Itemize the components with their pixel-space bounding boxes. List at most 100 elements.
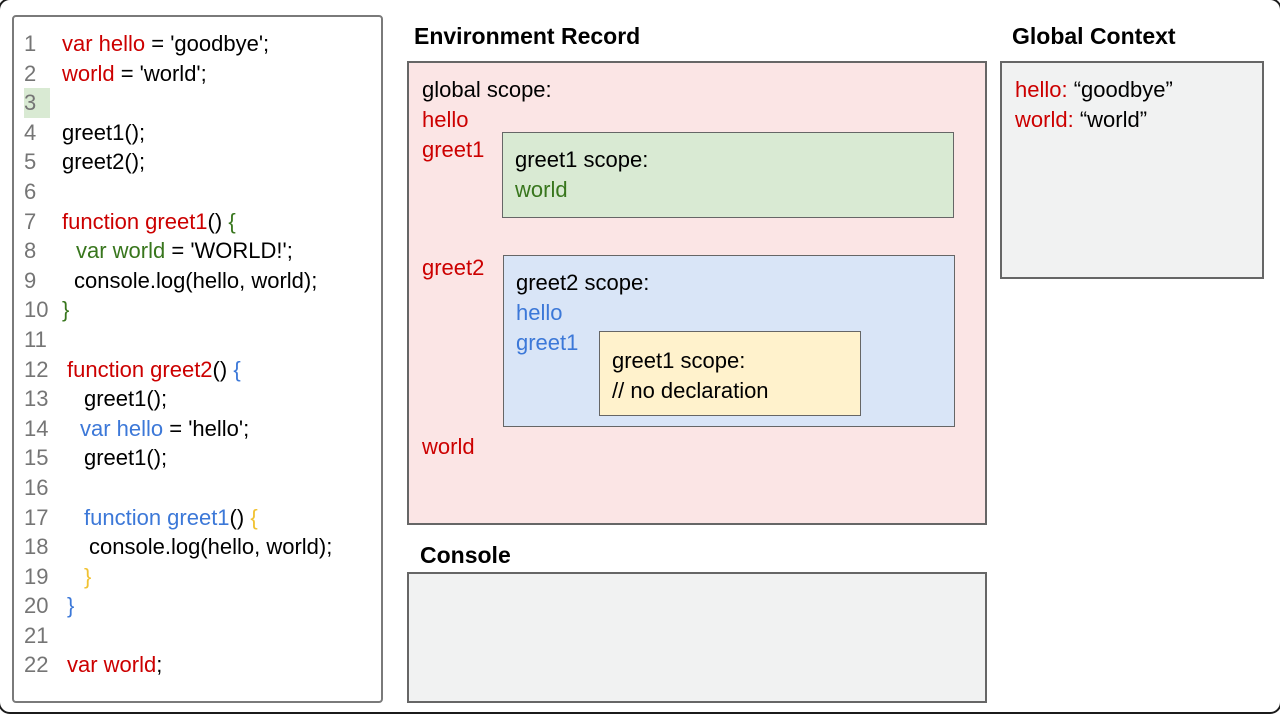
- line-number: 10: [24, 297, 49, 323]
- code-token-blue: }: [67, 593, 75, 619]
- console-output-box: [407, 572, 987, 703]
- code-token-black: (): [229, 504, 251, 530]
- code-token-black: = 'goodbye';: [145, 31, 270, 56]
- code-token-red: function greet2: [67, 356, 213, 382]
- code-token-green: {: [228, 208, 236, 234]
- code-line-6: 6: [24, 177, 377, 207]
- code-token-black: greet1();: [84, 445, 168, 471]
- greet1-scope-box: greet1 scope: world: [502, 132, 954, 218]
- code-line-15: 15 greet1();: [24, 443, 377, 473]
- code-token-black: (): [212, 356, 234, 382]
- line-number: 22: [24, 652, 49, 678]
- code-text: console.log(hello, world);: [62, 532, 332, 562]
- line-number: 8: [24, 238, 37, 264]
- global-scope-var-greet1: greet1: [422, 137, 485, 162]
- code-token-black: greet2();: [62, 149, 146, 175]
- environment-record-title: Environment Record: [414, 23, 641, 49]
- code-text: function greet1() {: [62, 207, 236, 237]
- global-context-box: hello: “goodbye” world: “world”: [1000, 61, 1264, 279]
- code-text: var world = 'WORLD!';: [62, 236, 293, 266]
- code-text: function greet1() {: [62, 503, 258, 533]
- line-number: 19: [24, 563, 49, 589]
- code-text: var world;: [62, 650, 162, 680]
- code-editor-panel: 1 var hello = 'goodbye'; 2 world = 'world';…: [12, 15, 383, 703]
- code-token-red: var hello: [62, 31, 146, 56]
- code-line-11: 11: [24, 325, 377, 355]
- greet1-scope-var-world: world: [515, 177, 568, 202]
- greet2-scope-label: greet2 scope:: [516, 270, 650, 295]
- code-text: }: [62, 295, 69, 325]
- code-line-5: 5 greet2();: [24, 147, 377, 177]
- global-context-entry: hello: “goodbye”: [1015, 77, 1173, 103]
- code-token-red: function greet1: [62, 208, 208, 234]
- code-token-blue: function greet1: [84, 504, 230, 530]
- line-number: 4: [24, 119, 37, 145]
- line-number: 17: [24, 504, 49, 530]
- code-line-21: 21: [24, 621, 377, 651]
- code-token-red: var world: [67, 652, 157, 678]
- inner-greet1-scope-box: greet1 scope: // no declaration: [599, 331, 861, 416]
- line-number: 11: [24, 326, 47, 352]
- code-token-black: greet1();: [84, 386, 168, 412]
- global-scope-var-hello: hello: [422, 107, 469, 132]
- code-text: greet1();: [62, 443, 167, 473]
- greet1-scope-label: greet1 scope:: [515, 147, 649, 172]
- line-number: 7: [24, 208, 37, 234]
- code-line-20: 20}: [24, 591, 377, 621]
- code-text: }: [62, 591, 74, 621]
- code-line-4: 4 greet1();: [24, 118, 377, 148]
- code-text: var hello = 'goodbye';: [62, 29, 269, 59]
- global-scope-var-world: world: [422, 434, 475, 459]
- code-line-3: 3: [24, 88, 377, 118]
- global-scope-box: global scope: hello greet1 greet1 scope:…: [407, 61, 987, 525]
- code-token-black: console.log(hello, world);: [89, 534, 333, 560]
- inner-greet1-scope-label: greet1 scope:: [612, 348, 746, 373]
- code-text: greet1();: [62, 384, 167, 414]
- code-text: function greet2() {: [62, 355, 241, 385]
- code-text: }: [62, 562, 91, 592]
- code-token-black: greet1();: [62, 119, 146, 145]
- line-number: 1: [24, 31, 37, 56]
- line-number: 15: [24, 445, 49, 471]
- line-number: 16: [24, 474, 49, 500]
- code-line-14: 14 var hello = 'hello';: [24, 414, 377, 444]
- line-number: 5: [24, 149, 37, 175]
- code-token-black: ;: [156, 652, 163, 678]
- console-title: Console: [420, 542, 511, 568]
- code-token-black: = 'hello';: [163, 415, 250, 441]
- code-text: world = 'world';: [62, 59, 207, 89]
- code-token-yellow: }: [84, 563, 92, 589]
- code-line-16: 16: [24, 473, 377, 503]
- code-token-green: var world: [76, 238, 166, 264]
- code-token-yellow: {: [250, 504, 258, 530]
- line-number: 2: [24, 60, 37, 86]
- line-number: 18: [24, 534, 49, 560]
- greet2-scope-box: greet2 scope: hello greet1 greet1 scope:…: [503, 255, 955, 427]
- code-token-red: world: [62, 60, 115, 86]
- code-text: console.log(hello, world);: [62, 266, 317, 296]
- code-text: greet2();: [62, 147, 145, 177]
- code-line-18: 18 console.log(hello, world);: [24, 532, 377, 562]
- code-line-8: 8 var world = 'WORLD!';: [24, 236, 377, 266]
- inner-greet1-scope-comment: // no declaration: [612, 378, 769, 403]
- code-token-green: }: [62, 297, 70, 323]
- global-context-entry: world: “world”: [1015, 107, 1147, 133]
- code-text: greet1();: [62, 118, 145, 148]
- code-line-19: 19}: [24, 562, 377, 592]
- code-token-black: = 'WORLD!';: [165, 238, 293, 264]
- code-token-blue: var hello: [80, 415, 164, 441]
- code-token-black: = 'world';: [114, 60, 207, 86]
- line-number-highlighted: 3: [24, 88, 50, 118]
- line-number: 21: [24, 622, 49, 648]
- greet2-scope-var-greet1: greet1: [516, 330, 579, 355]
- line-number: 6: [24, 178, 37, 204]
- global-context-value: “world”: [1079, 107, 1148, 132]
- code-line-2: 2 world = 'world';: [24, 59, 377, 89]
- line-number: 14: [24, 415, 49, 441]
- code-text: var hello = 'hello';: [62, 414, 249, 444]
- code-token-black: (): [207, 208, 229, 234]
- code-line-1: 1 var hello = 'goodbye';: [24, 29, 377, 59]
